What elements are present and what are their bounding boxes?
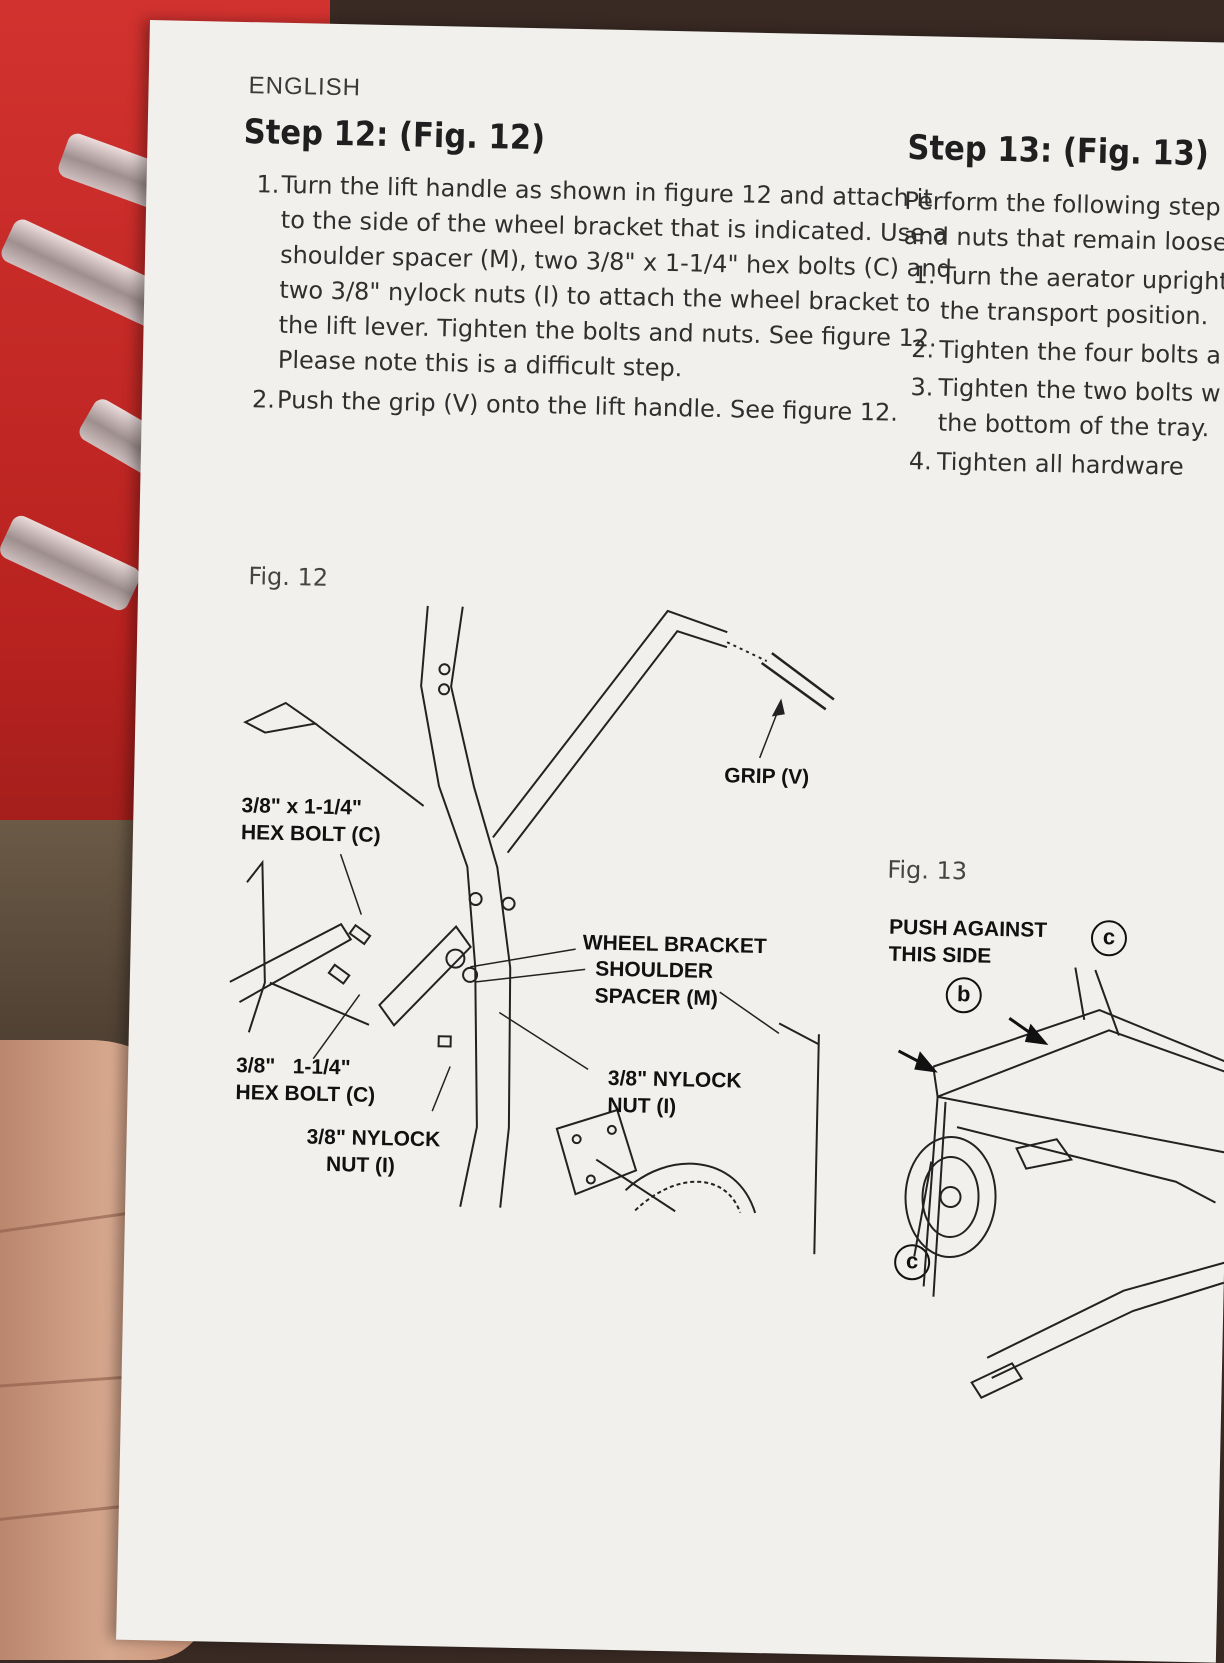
callout-line: HEX BOLT (C): [235, 1081, 376, 1107]
instruction-sheet: ENGLISH Step 12: (Fig. 12) 1. Turn the l…: [116, 20, 1224, 1663]
item-number: 1.: [912, 261, 937, 290]
item-number: 3.: [910, 373, 934, 402]
step13-item-2: 2. Tighten the four bolts a: [911, 332, 1221, 373]
callout-line: SHOULDER: [594, 957, 714, 983]
callout-line: HEX BOLT (C): [240, 821, 381, 848]
text-line: Tighten the two bolts w: [938, 373, 1221, 408]
text-line: Tighten the four bolts a: [938, 335, 1222, 370]
item-number: 2.: [910, 335, 935, 364]
step13-intro: Perform the following step and nuts that…: [903, 184, 1224, 261]
text-line: the transport position.: [939, 296, 1209, 331]
fig13-drawing: [897, 967, 1224, 1399]
fig12-drawing: [229, 605, 835, 1255]
callout-line: 3/8" 1-1/4": [235, 1054, 351, 1080]
item-number: 4.: [908, 446, 933, 476]
callout-line: NUT (I): [607, 1093, 677, 1119]
text-line: Turn the aerator upright: [940, 261, 1224, 296]
callout-nylock-right: 3/8" NYLOCK NUT (I): [607, 1065, 742, 1122]
callout-hex-bolt-top: 3/8" x 1-1/4" HEX BOLT (C): [241, 792, 382, 849]
callout-shoulder-spacer: SHOULDER SPACER (M): [594, 956, 718, 1013]
fig13-label: Fig. 13: [887, 855, 968, 886]
callout-hex-bolt-bottom: 3/8" 1-1/4" HEX BOLT (C): [235, 1052, 376, 1109]
text-line: the bottom of the tray.: [937, 408, 1210, 443]
step12-item-2: 2. Push the grip (V) onto the lift handl…: [252, 382, 899, 431]
text-line: and nuts that remain loose: [903, 221, 1224, 257]
callout-line: 3/8" NYLOCK: [607, 1066, 742, 1093]
item-number: 1.: [256, 170, 280, 199]
step12-title: Step 12: (Fig. 12): [243, 111, 546, 159]
text-line: Push the grip (V) onto the lift handle. …: [276, 385, 899, 427]
marker-c-top: c: [1090, 919, 1128, 957]
callout-line: 3/8" x 1-1/4": [241, 794, 363, 820]
callout-line: 3/8" NYLOCK: [306, 1125, 441, 1152]
step13-title: Step 13: (Fig. 13): [907, 127, 1210, 175]
step13-item-1: 1. Turn the aerator upright the transpor…: [912, 258, 1224, 335]
item-number: 2.: [251, 385, 276, 414]
callout-line: NUT (I): [325, 1152, 396, 1178]
step12-item-1: 1. Turn the lift handle as shown in figu…: [253, 167, 954, 392]
callout-line: PUSH AGAINST: [888, 915, 1048, 942]
callout-line: SPACER (M): [594, 984, 719, 1011]
step13-item-3: 3. Tighten the two bolts w the bottom of…: [909, 370, 1221, 446]
text-line: Tighten all hardware: [936, 447, 1184, 481]
callout-nylock-bottom: 3/8" NYLOCK NUT (I): [306, 1124, 441, 1181]
language-label: ENGLISH: [248, 72, 362, 102]
callout-grip: GRIP (V): [724, 764, 810, 789]
step13-item-4: 4. Tighten all hardware: [909, 444, 1184, 485]
